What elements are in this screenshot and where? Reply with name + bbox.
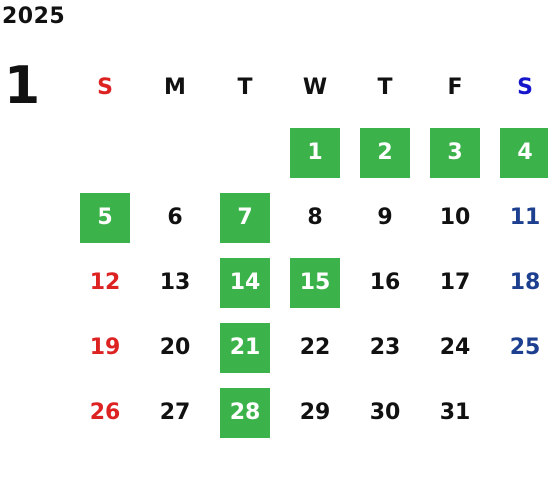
- day-number: 11: [509, 205, 541, 230]
- day-cell[interactable]: 10: [420, 185, 490, 250]
- day-number: 26: [89, 400, 121, 425]
- day-number: 19: [89, 335, 121, 360]
- day-number: 9: [377, 205, 393, 230]
- empty-day-cell: [210, 120, 280, 185]
- empty-day-cell: [140, 120, 210, 185]
- day-number: 15: [290, 257, 340, 308]
- day-cell[interactable]: 9: [350, 185, 420, 250]
- day-cell[interactable]: 26: [70, 380, 140, 445]
- day-number: 23: [369, 335, 401, 360]
- day-cell[interactable]: 24: [420, 315, 490, 380]
- day-number: 22: [299, 335, 331, 360]
- day-number: 18: [509, 270, 541, 295]
- empty-day-cell: [70, 120, 140, 185]
- day-cell[interactable]: 15: [280, 250, 350, 315]
- day-cell[interactable]: 22: [280, 315, 350, 380]
- day-cell[interactable]: 16: [350, 250, 420, 315]
- weekday-header-saturday: S: [517, 75, 533, 100]
- weekday-header-sunday: S: [97, 75, 113, 100]
- day-cell[interactable]: 2: [350, 120, 420, 185]
- day-number: 24: [439, 335, 471, 360]
- day-number: 31: [439, 400, 471, 425]
- weekday-header-monday: M: [164, 75, 186, 100]
- day-number: 30: [369, 400, 401, 425]
- year-label: 2025: [2, 4, 66, 29]
- day-cell[interactable]: 7: [210, 185, 280, 250]
- day-number: 5: [80, 192, 130, 243]
- day-cell[interactable]: 4: [490, 120, 548, 185]
- day-cell[interactable]: 17: [420, 250, 490, 315]
- day-number: 16: [369, 270, 401, 295]
- day-cell[interactable]: 27: [140, 380, 210, 445]
- day-number: 2: [360, 127, 410, 178]
- weekday-header-wednesday: W: [302, 75, 328, 100]
- month-number: 1: [4, 56, 41, 116]
- day-number: 17: [439, 270, 471, 295]
- day-cell[interactable]: 13: [140, 250, 210, 315]
- empty-day-cell: [490, 380, 548, 445]
- day-cell[interactable]: 30: [350, 380, 420, 445]
- day-cell[interactable]: 1: [280, 120, 350, 185]
- day-number: 1: [290, 127, 340, 178]
- day-number: 21: [220, 322, 270, 373]
- day-cell[interactable]: 11: [490, 185, 548, 250]
- day-cell[interactable]: 31: [420, 380, 490, 445]
- day-cell[interactable]: 25: [490, 315, 548, 380]
- day-cell[interactable]: 20: [140, 315, 210, 380]
- day-number: 12: [89, 270, 121, 295]
- day-number: 25: [509, 335, 541, 360]
- weekday-header-friday: F: [447, 75, 463, 100]
- day-cell[interactable]: 3: [420, 120, 490, 185]
- day-number: 6: [167, 205, 183, 230]
- day-cell[interactable]: 6: [140, 185, 210, 250]
- day-number: 20: [159, 335, 191, 360]
- day-cell[interactable]: 14: [210, 250, 280, 315]
- day-cell[interactable]: 23: [350, 315, 420, 380]
- day-cell[interactable]: 18: [490, 250, 548, 315]
- day-cell[interactable]: 12: [70, 250, 140, 315]
- day-number: 10: [439, 205, 471, 230]
- day-number: 28: [220, 387, 270, 438]
- day-cell[interactable]: 21: [210, 315, 280, 380]
- day-number: 8: [307, 205, 323, 230]
- day-number: 4: [500, 127, 548, 178]
- weekday-header-tuesday: T: [237, 75, 253, 100]
- day-number: 7: [220, 192, 270, 243]
- day-number: 3: [430, 127, 480, 178]
- day-number: 13: [159, 270, 191, 295]
- day-cell[interactable]: 28: [210, 380, 280, 445]
- day-number: 14: [220, 257, 270, 308]
- day-number: 27: [159, 400, 191, 425]
- day-cell[interactable]: 19: [70, 315, 140, 380]
- day-number: 29: [299, 400, 331, 425]
- day-cell[interactable]: 5: [70, 185, 140, 250]
- day-cell[interactable]: 8: [280, 185, 350, 250]
- day-cell[interactable]: 29: [280, 380, 350, 445]
- weekday-header-thursday: T: [377, 75, 393, 100]
